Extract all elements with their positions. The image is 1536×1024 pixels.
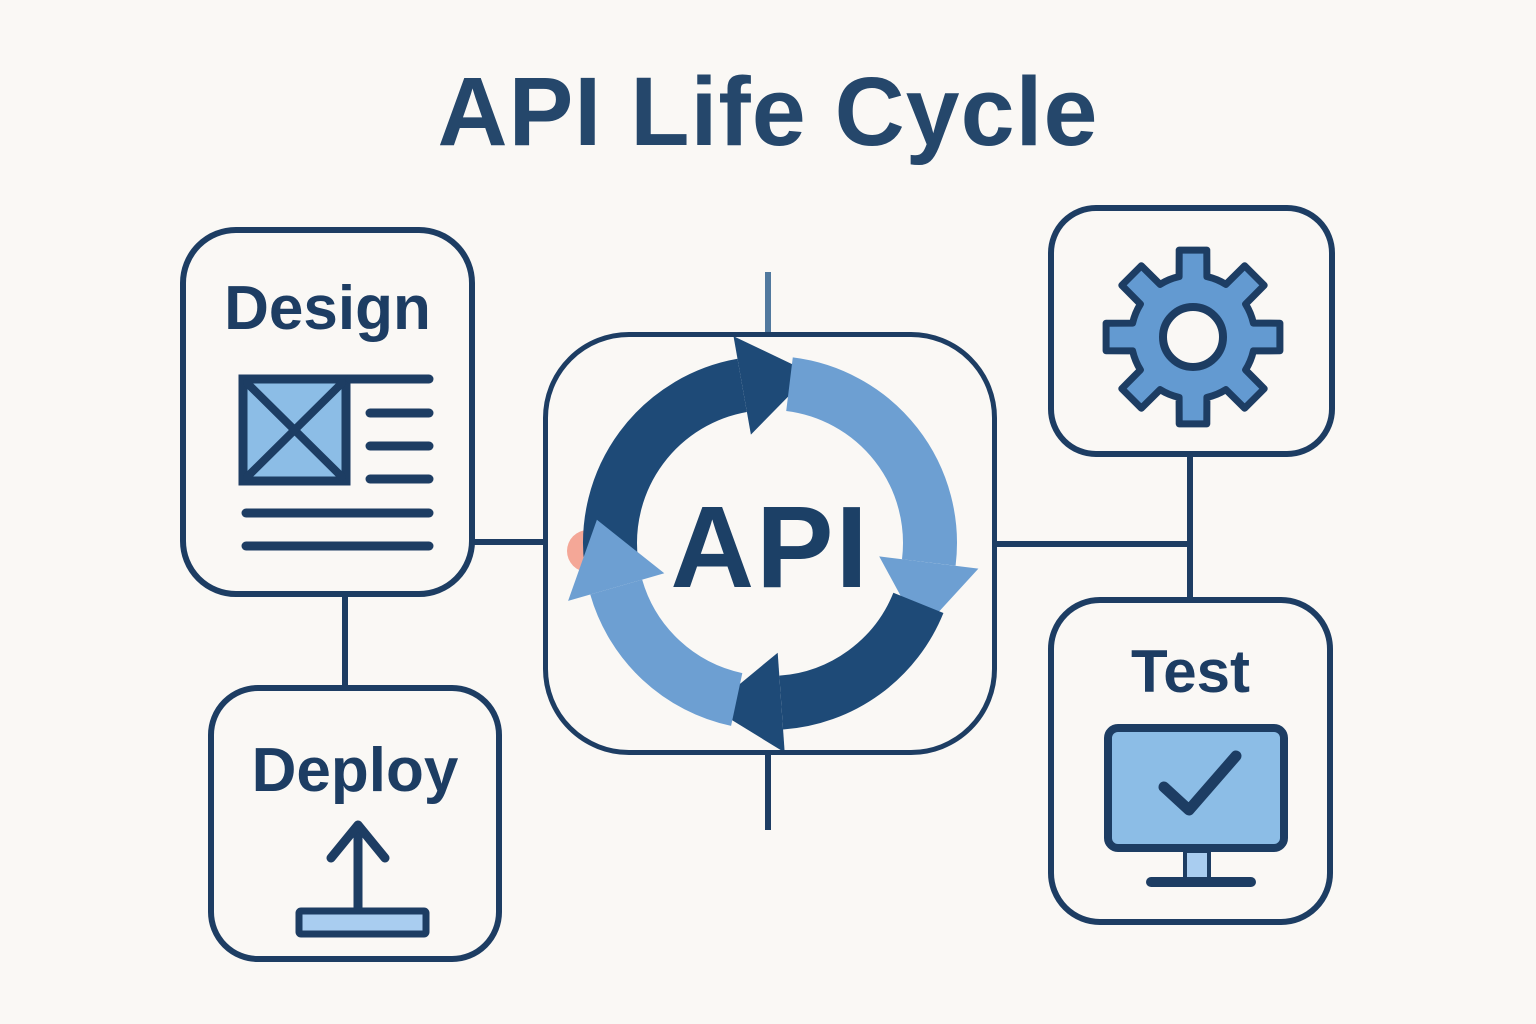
node-deploy: Deploy <box>208 685 502 962</box>
test-label: Test <box>1131 638 1250 705</box>
monitor-checkmark-icon <box>1104 724 1288 887</box>
design-label: Design <box>224 274 431 343</box>
upload-arrow-icon <box>295 820 430 938</box>
gear-icon <box>1102 246 1284 428</box>
cycle-arrow-light-right <box>785 357 979 632</box>
page-title: API Life Cycle <box>437 57 1099 166</box>
cycle-arrows-icon <box>567 337 979 750</box>
node-test: Test <box>1048 597 1333 925</box>
wireframe-document-icon <box>238 374 434 551</box>
cycle-arrow-dark-bottom <box>711 592 944 750</box>
node-api: API <box>543 332 997 755</box>
cycle-arrow-dark-top <box>583 337 812 566</box>
node-design: Design <box>180 227 475 597</box>
cycle-arrow-light-left <box>568 519 744 726</box>
deploy-label: Deploy <box>251 736 459 805</box>
node-build <box>1048 205 1335 457</box>
api-label: API <box>670 481 870 612</box>
